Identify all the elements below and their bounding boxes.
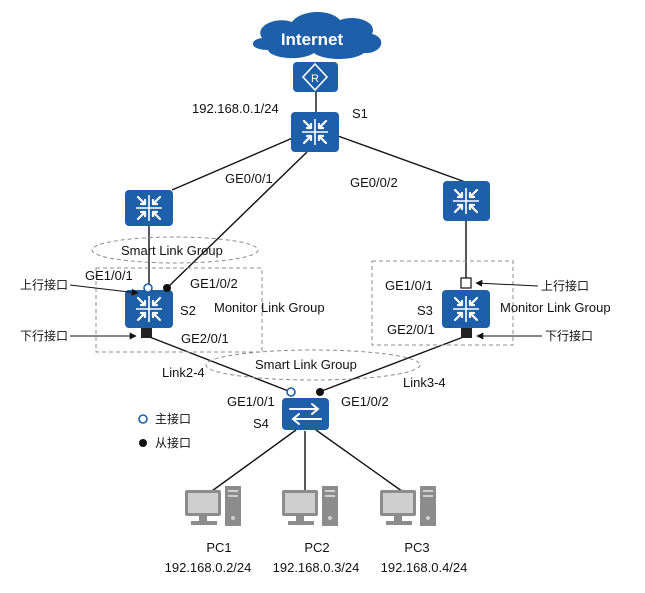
s2-switch-icon [125, 290, 173, 338]
s3-agg-switch-icon [443, 181, 490, 221]
s3-port-downlink: GE2/0/1 [387, 322, 435, 337]
s4-master-port-icon [286, 387, 296, 397]
s2-master-port-icon [143, 283, 153, 293]
s2-uplink-arrow [69, 284, 139, 296]
monitor-link-group-s2-label: Monitor Link Group [214, 300, 325, 315]
router-ip-label: 192.168.0.1/24 [192, 101, 279, 116]
s2-port-uplink-main: GE1/0/1 [85, 268, 133, 283]
legend-slave-icon [139, 439, 147, 447]
s2-agg-switch-icon [125, 190, 173, 226]
s1-switch-icon [291, 112, 339, 152]
s4-pc3-link [315, 429, 407, 495]
s3-uplink-port-icon [460, 277, 472, 289]
s3-switch-icon [442, 290, 490, 338]
s3-uplink-label: 上行接口 [541, 278, 589, 293]
s1-port-right: GE0/0/2 [350, 175, 398, 190]
pc2-icon [282, 486, 338, 526]
s1-s2agg-link [171, 136, 296, 191]
s2-slave-port-icon [163, 284, 171, 292]
s4-slave-port-icon [316, 388, 324, 396]
router-icon: R [293, 62, 338, 92]
monitor-link-group-s3-label: Monitor Link Group [500, 300, 611, 315]
link-lines [146, 92, 469, 497]
link-3-4-label: Link3-4 [403, 375, 446, 390]
internet-cloud: Internet [252, 11, 382, 60]
pc2-name: PC2 [304, 540, 329, 555]
smart-link-ellipse-bottom [205, 349, 421, 381]
s3-port-uplink: GE1/0/1 [385, 278, 433, 293]
link-2-4 [146, 335, 292, 393]
internet-label: Internet [281, 30, 344, 49]
router-letter: R [311, 73, 319, 85]
s4-pc1-link [204, 429, 297, 497]
legend-slave-label: 从接口 [155, 435, 191, 450]
s1-s3agg-link [337, 135, 469, 184]
s2-downlink-label: 下行接口 [20, 328, 68, 343]
legend-master-label: 主接口 [155, 411, 191, 426]
pc1-icon [185, 486, 241, 526]
legend-master-icon [138, 414, 148, 424]
pc1-ip: 192.168.0.2/24 [165, 560, 252, 575]
s1-s2-backup-link [166, 151, 308, 289]
monitor-link-box-s2 [95, 267, 263, 353]
pc2-ip: 192.168.0.3/24 [273, 560, 360, 575]
s3-downlink-label: 下行接口 [545, 328, 593, 343]
smart-link-ellipse-top [91, 236, 259, 264]
pc3-name: PC3 [404, 540, 429, 555]
link-2-4-label: Link2-4 [162, 365, 205, 380]
s4-port-left: GE1/0/1 [227, 394, 275, 409]
monitor-link-box-s3 [371, 260, 514, 346]
smart-link-group-bottom-label: Smart Link Group [255, 357, 357, 372]
s1-port-left: GE0/0/1 [225, 171, 273, 186]
s4-port-right: GE1/0/2 [341, 394, 389, 409]
s4-switch-icon [282, 398, 329, 430]
smart-link-group-top-label: Smart Link Group [121, 243, 223, 258]
pc1-name: PC1 [206, 540, 231, 555]
s2-name: S2 [180, 303, 196, 318]
s2-port-uplink-backup: GE1/0/2 [190, 276, 238, 291]
s3-uplink-arrow [475, 279, 539, 287]
s2-uplink-label: 上行接口 [20, 277, 68, 292]
s4-name: S4 [253, 416, 269, 431]
pc3-icon [380, 486, 436, 526]
pc3-ip: 192.168.0.4/24 [381, 560, 468, 575]
s1-name: S1 [352, 106, 368, 121]
s2-port-downlink: GE2/0/1 [181, 331, 229, 346]
s3-name: S3 [417, 303, 433, 318]
